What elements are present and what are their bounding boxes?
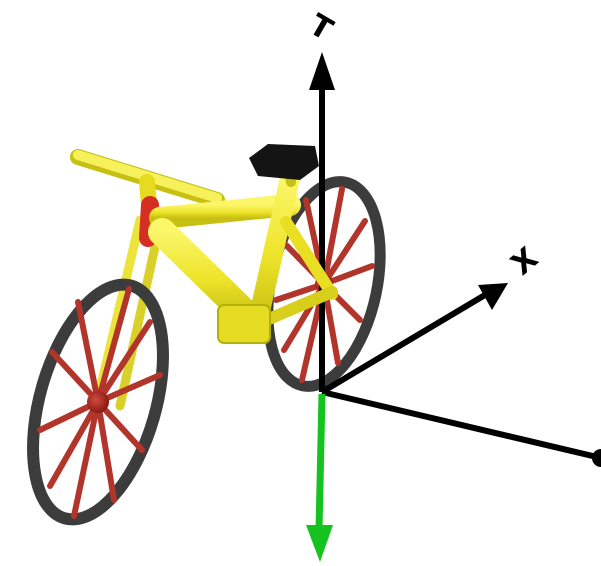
- bicycle-frame: [78, 144, 332, 406]
- side-axis-arrowhead: [592, 449, 601, 467]
- bottom-bracket: [218, 305, 270, 343]
- coordinate-axes: T X: [303, 8, 601, 562]
- side-axis-line: [322, 392, 601, 458]
- saddle: [249, 144, 319, 180]
- x-axis-label: X: [505, 241, 545, 283]
- down-axis-arrowhead: [306, 525, 333, 562]
- top-tube: [160, 205, 290, 218]
- front-hub: [87, 391, 109, 413]
- up-axis-arrowhead: [309, 52, 335, 90]
- front-wheel: [9, 270, 187, 535]
- seat-stay: [286, 222, 332, 294]
- up-axis-label: T: [303, 8, 339, 49]
- down-axis-line: [319, 394, 322, 530]
